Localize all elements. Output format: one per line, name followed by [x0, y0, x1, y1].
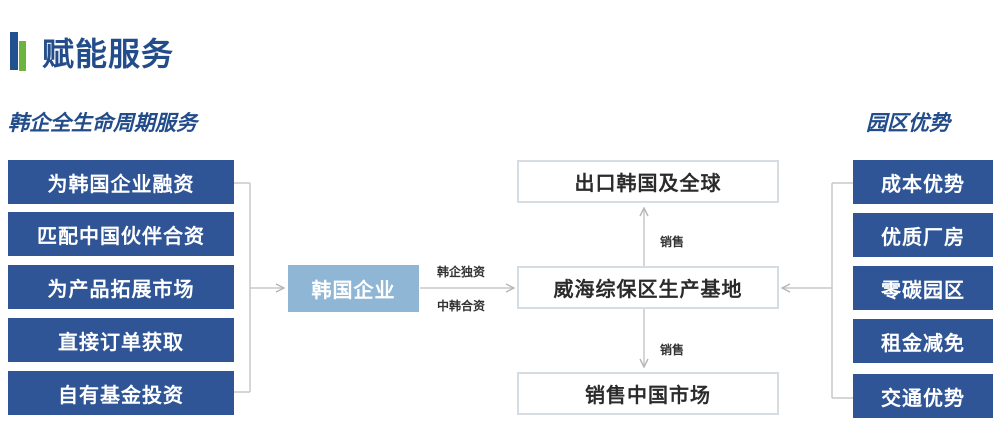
right-advantage-box: 零碳园区	[853, 266, 993, 310]
accent-bar-green	[19, 41, 26, 71]
left-service-box: 直接订单获取	[8, 318, 234, 362]
sales-label-down: 销售	[660, 343, 685, 357]
right-advantage-box: 交通优势	[853, 374, 993, 418]
center-node: 韩国企业	[288, 265, 419, 312]
left-service-box: 自有基金投资	[8, 371, 234, 415]
right-heading: 园区优势	[866, 111, 950, 135]
sales-label-up: 销售	[660, 235, 685, 249]
accent-bar-blue	[10, 32, 18, 70]
left-service-box: 匹配中国伙伴合资	[8, 212, 234, 256]
left-service-box: 为产品拓展市场	[8, 265, 234, 309]
edge-label-bottom: 中韩合资	[437, 299, 486, 313]
right-advantage-box: 租金减免	[853, 319, 993, 363]
right-advantage-box: 优质厂房	[853, 213, 993, 257]
left-service-box: 为韩国企业融资	[8, 160, 234, 204]
page-title: 赋能服务	[42, 35, 175, 73]
title-area: 赋能服务	[10, 30, 174, 74]
right-advantage-box: 成本优势	[853, 160, 993, 204]
bottom-node: 销售中国市场	[517, 372, 779, 415]
title-accent-bars	[10, 32, 32, 72]
base-node: 威海综保区生产基地	[517, 266, 779, 309]
top-node: 出口韩国及全球	[517, 160, 779, 203]
edge-label-top: 韩企独资	[437, 265, 486, 279]
left-heading: 韩企全生命周期服务	[8, 111, 197, 135]
